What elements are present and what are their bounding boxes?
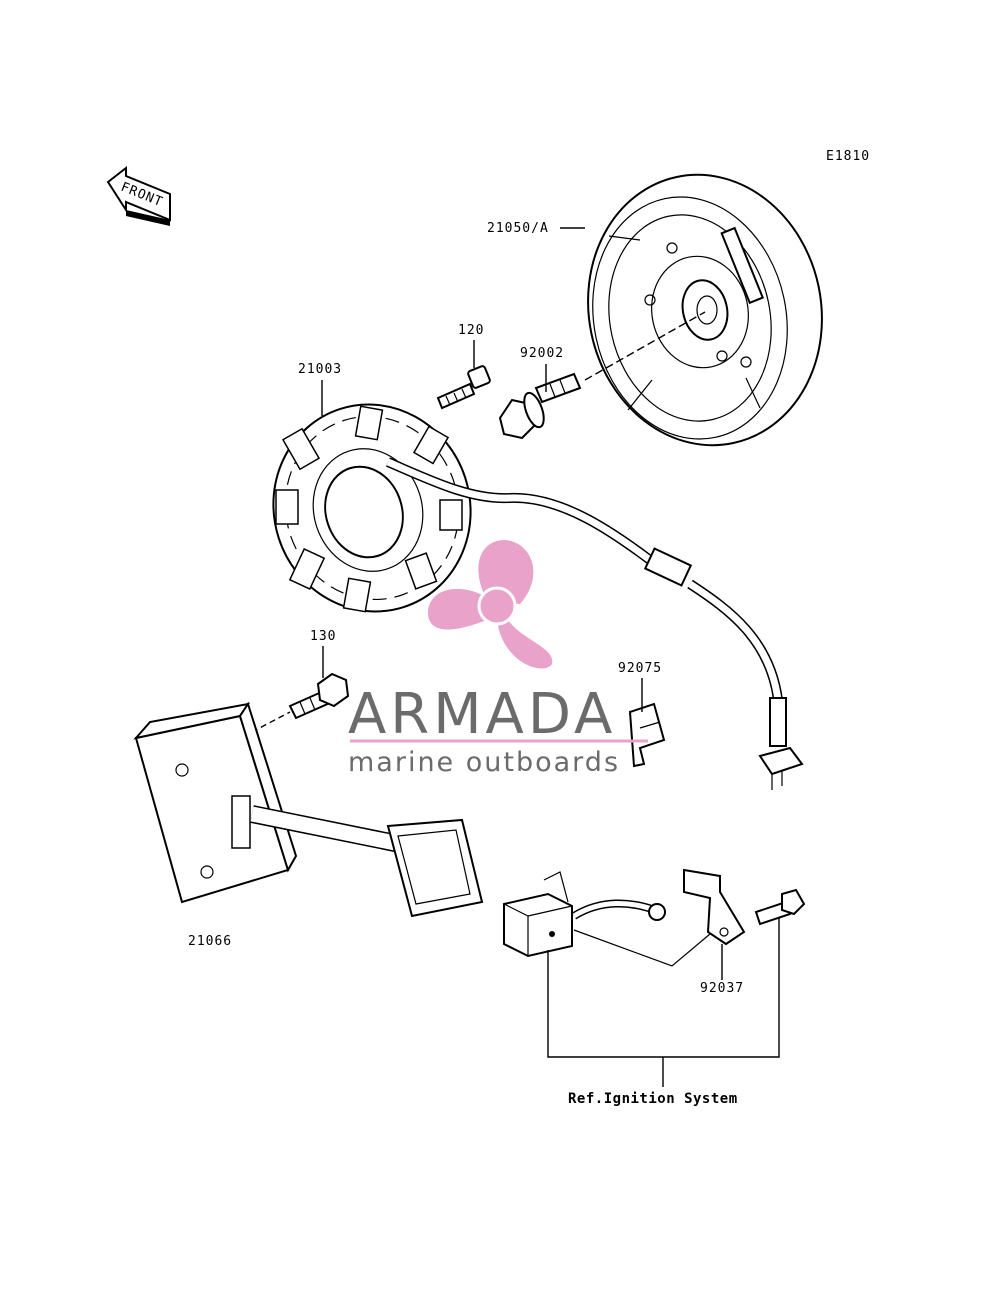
bolt-pickup-icon <box>754 888 806 926</box>
stator-icon <box>272 403 472 613</box>
bolt-120-icon <box>436 365 491 410</box>
label-bolt-92002: 92002 <box>520 346 564 361</box>
bolt-130-icon <box>288 672 350 720</box>
label-bolt-130: 130 <box>310 629 336 644</box>
pickup-coil-icon <box>503 868 746 967</box>
watermark-tagline: marine outboards <box>348 747 620 778</box>
label-regulator: 21066 <box>188 934 232 949</box>
flywheel-icon <box>587 173 823 447</box>
label-bolt-120: 120 <box>458 323 484 338</box>
front-arrow-icon: FRONT <box>106 165 171 226</box>
bolt-92002-icon <box>498 372 582 440</box>
label-bracket: 92037 <box>700 981 744 996</box>
clamp-92075-icon <box>628 702 666 768</box>
reference-note: Ref.Ignition System <box>568 1091 738 1107</box>
label-stator: 21003 <box>298 362 342 377</box>
stator-harness-icon <box>386 457 804 790</box>
armada-logo-icon <box>427 540 553 669</box>
watermark-brand: ARMADA <box>348 682 616 747</box>
diagram-code: E1810 <box>826 149 870 164</box>
label-flywheel: 21050/A <box>487 221 549 236</box>
label-clamp: 92075 <box>618 661 662 676</box>
regulator-icon <box>133 701 484 918</box>
